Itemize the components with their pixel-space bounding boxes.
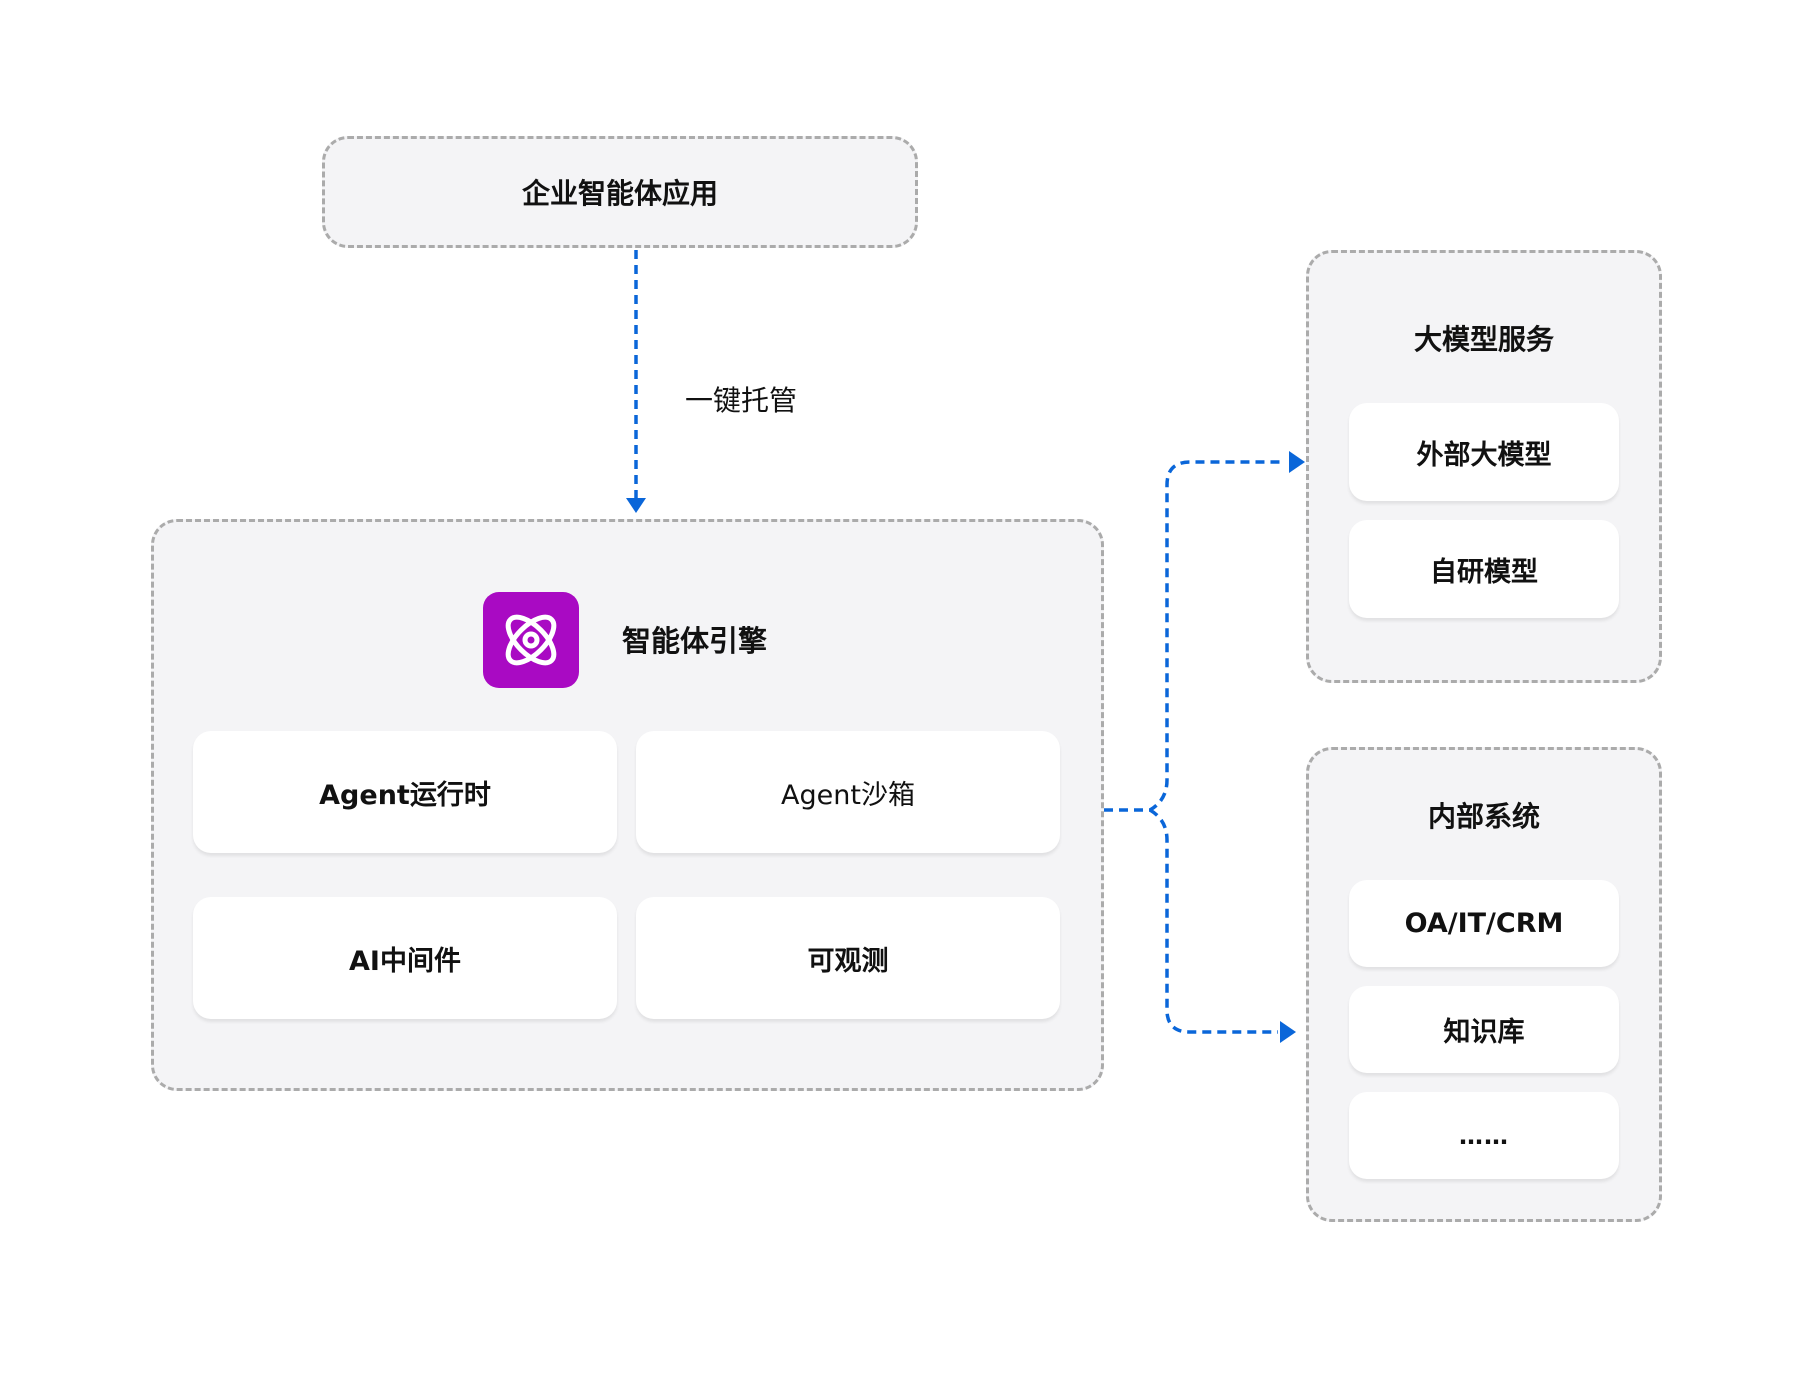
more-systems-card[interactable]: …… <box>1349 1092 1619 1179</box>
llm-service-title: 大模型服务 <box>1413 323 1555 356</box>
external-llm-label: 外部大模型 <box>1416 439 1552 471</box>
agent-runtime-label: Agent运行时 <box>319 779 491 811</box>
more-systems-label: …… <box>1459 1121 1509 1150</box>
handoff-arrowhead-icon <box>626 498 646 513</box>
one-click-handoff-label: 一键托管 <box>685 384 798 417</box>
in-house-model-card[interactable]: 自研模型 <box>1349 520 1619 618</box>
in-house-model-label: 自研模型 <box>1430 556 1538 588</box>
agent-engine-title: 智能体引擎 <box>622 624 768 658</box>
external-llm-card[interactable]: 外部大模型 <box>1349 403 1619 501</box>
engine-to-internal-connector <box>1149 808 1278 1034</box>
ai-middleware-card[interactable]: AI中间件 <box>193 897 617 1019</box>
oa-it-crm-card[interactable]: OA/IT/CRM <box>1349 880 1619 967</box>
agent-sandbox-card[interactable]: Agent沙箱 <box>636 731 1060 853</box>
observability-card[interactable]: 可观测 <box>636 897 1060 1019</box>
enterprise-agent-app-box[interactable]: 企业智能体应用 <box>322 136 918 248</box>
engine-to-models-connector <box>1104 460 1285 812</box>
internal-systems-title: 内部系统 <box>1427 800 1541 833</box>
atom-icon <box>505 614 557 666</box>
knowledge-base-label: 知识库 <box>1443 1017 1525 1048</box>
oa-it-crm-label: OA/IT/CRM <box>1404 908 1564 939</box>
knowledge-base-card[interactable]: 知识库 <box>1349 986 1619 1073</box>
agent-sandbox-label: Agent沙箱 <box>781 779 915 811</box>
enterprise-agent-app-label: 企业智能体应用 <box>521 177 718 210</box>
internal-arrowhead-icon <box>1280 1021 1296 1043</box>
observability-label: 可观测 <box>807 945 889 977</box>
agent-runtime-card[interactable]: Agent运行时 <box>193 731 617 853</box>
models-arrowhead-icon <box>1289 451 1305 473</box>
ai-middleware-label: AI中间件 <box>349 945 461 977</box>
agent-engine-logo <box>483 592 579 688</box>
